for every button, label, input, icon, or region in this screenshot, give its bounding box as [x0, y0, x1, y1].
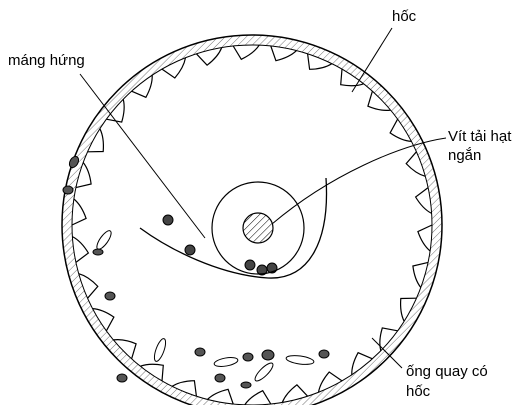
catching-trough	[140, 178, 327, 278]
label-vit-tai-line2: ngắn	[448, 147, 481, 165]
seed	[93, 249, 103, 255]
label-ong-quay-line1: ống quay có	[406, 363, 488, 381]
seed	[185, 245, 195, 255]
seed-group	[63, 155, 329, 388]
label-mang-hung: máng hứng	[8, 52, 85, 70]
screw-shaft	[243, 213, 273, 243]
seed	[213, 356, 238, 368]
seed	[245, 260, 255, 270]
label-vit-tai-line1: Vít tải hạt	[448, 128, 511, 146]
label-hoc: hốc	[392, 8, 416, 26]
seed	[319, 350, 329, 358]
pocket	[245, 391, 271, 405]
seed	[117, 374, 127, 382]
label-ong-quay-line2: hốc	[406, 383, 430, 401]
seed	[163, 215, 173, 225]
seed	[262, 350, 274, 360]
seed	[241, 382, 251, 388]
seed	[253, 361, 276, 384]
pocket	[72, 199, 86, 225]
seed	[63, 186, 73, 194]
seed	[243, 353, 253, 361]
seed	[152, 337, 168, 362]
pocket	[233, 45, 259, 59]
seed	[94, 229, 113, 252]
seed	[105, 292, 115, 300]
leader-mang-hung	[80, 74, 205, 238]
seed	[286, 354, 315, 366]
seed	[195, 348, 205, 356]
seed	[215, 374, 225, 382]
pocket	[418, 225, 432, 251]
